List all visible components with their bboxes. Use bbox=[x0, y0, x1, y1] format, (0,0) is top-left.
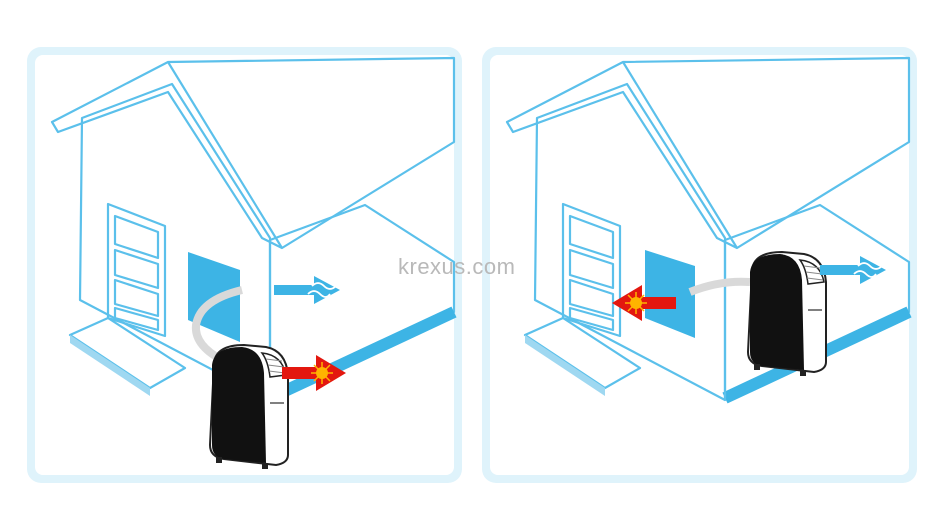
portable-ac-icon bbox=[747, 251, 827, 377]
panel-exhaust-outside bbox=[27, 47, 462, 483]
window-vent-icon bbox=[645, 250, 695, 338]
exhaust-hose-icon bbox=[191, 286, 243, 364]
exhaust-hose-icon bbox=[688, 277, 751, 296]
portable-ac-icon bbox=[209, 344, 289, 470]
watermark: krexus.com bbox=[398, 254, 516, 279]
panel-exhaust-through-window bbox=[482, 47, 917, 483]
